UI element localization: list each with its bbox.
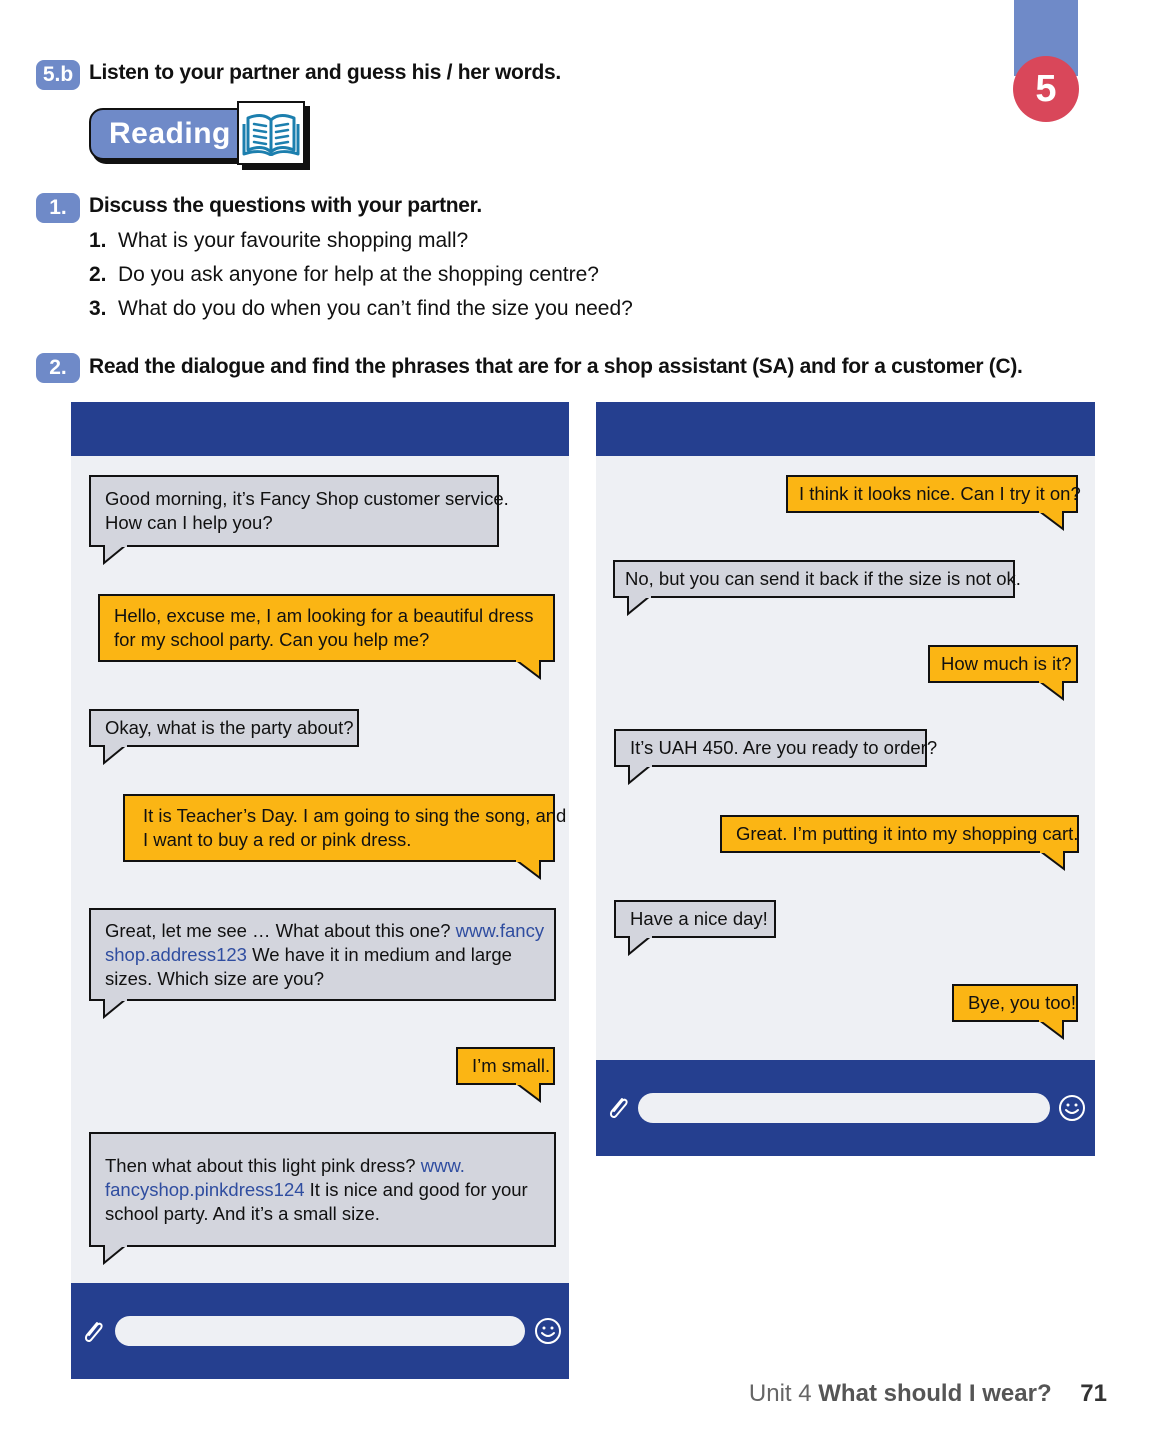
footer-unit-title: What should I wear? [818, 1380, 1052, 1407]
question-item: 1.What is your favourite shopping mall? [89, 229, 469, 252]
chat-message-customer: Bye, you too! [952, 984, 1078, 1022]
footer-unit: Unit 4 [748, 1380, 812, 1407]
exercise-badge-1: 1. [36, 193, 80, 223]
chat-message-assistant: Great, let me see … What about this one?… [89, 908, 556, 1001]
smiley-icon[interactable] [1058, 1094, 1086, 1127]
page-footer: Unit 4 What should I wear? 71 [749, 1380, 1107, 1408]
chat-message-customer: I think it looks nice. Can I try it on? [786, 475, 1081, 513]
product-link[interactable]: fancyshop.pinkdress124 [105, 1178, 305, 1200]
open-book-icon [237, 101, 305, 165]
chat-message-customer: How much is it? [928, 645, 1078, 683]
question-item: 3.What do you do when you can’t find the… [89, 297, 633, 320]
product-link[interactable]: www. [420, 1154, 465, 1176]
exercise-badge-5b: 5.b [36, 60, 80, 90]
exercise-5b-instruction: Listen to your partner and guess his / h… [89, 61, 561, 84]
chat-header [71, 402, 569, 456]
chat-window-right [596, 402, 1095, 1156]
unit-number-badge: 5 [1013, 56, 1079, 122]
chat-message-assistant: Have a nice day! [614, 900, 776, 938]
chat-message-assistant: Then what about this light pink dress? w… [89, 1132, 556, 1247]
chat-message-customer: It is Teacher’s Day. I am going to sing … [123, 794, 566, 862]
chat-input-bar [71, 1283, 569, 1379]
question-item: 2.Do you ask anyone for help at the shop… [89, 263, 599, 286]
message-input[interactable] [115, 1316, 525, 1346]
chat-header [596, 402, 1095, 456]
page-number: 71 [1080, 1380, 1107, 1407]
exercise-1-instruction: Discuss the questions with your partner. [89, 194, 482, 217]
paperclip-icon[interactable] [604, 1093, 632, 1128]
chat-message-assistant: No, but you can send it back if the size… [613, 560, 1021, 598]
chat-message-customer: Hello, excuse me, I am looking for a bea… [98, 594, 555, 662]
chat-input-bar [596, 1060, 1095, 1156]
product-link[interactable]: shop.address123 [105, 943, 247, 965]
exercise-2-instruction: Read the dialogue and find the phrases t… [89, 355, 1023, 378]
chat-message-assistant: It’s UAH 450. Are you ready to order? [614, 729, 937, 767]
exercise-badge-2: 2. [36, 353, 80, 383]
chat-message-assistant: Okay, what is the party about? [89, 709, 359, 747]
chat-message-customer: I’m small. [456, 1047, 555, 1085]
message-input[interactable] [638, 1093, 1050, 1123]
paperclip-icon[interactable] [79, 1317, 107, 1352]
chat-message-customer: Great. I’m putting it into my shopping c… [720, 815, 1079, 853]
chat-message-assistant: Good morning, it’s Fancy Shop customer s… [89, 475, 509, 547]
smiley-icon[interactable] [534, 1317, 562, 1350]
product-link[interactable]: www.fancy [455, 919, 545, 941]
